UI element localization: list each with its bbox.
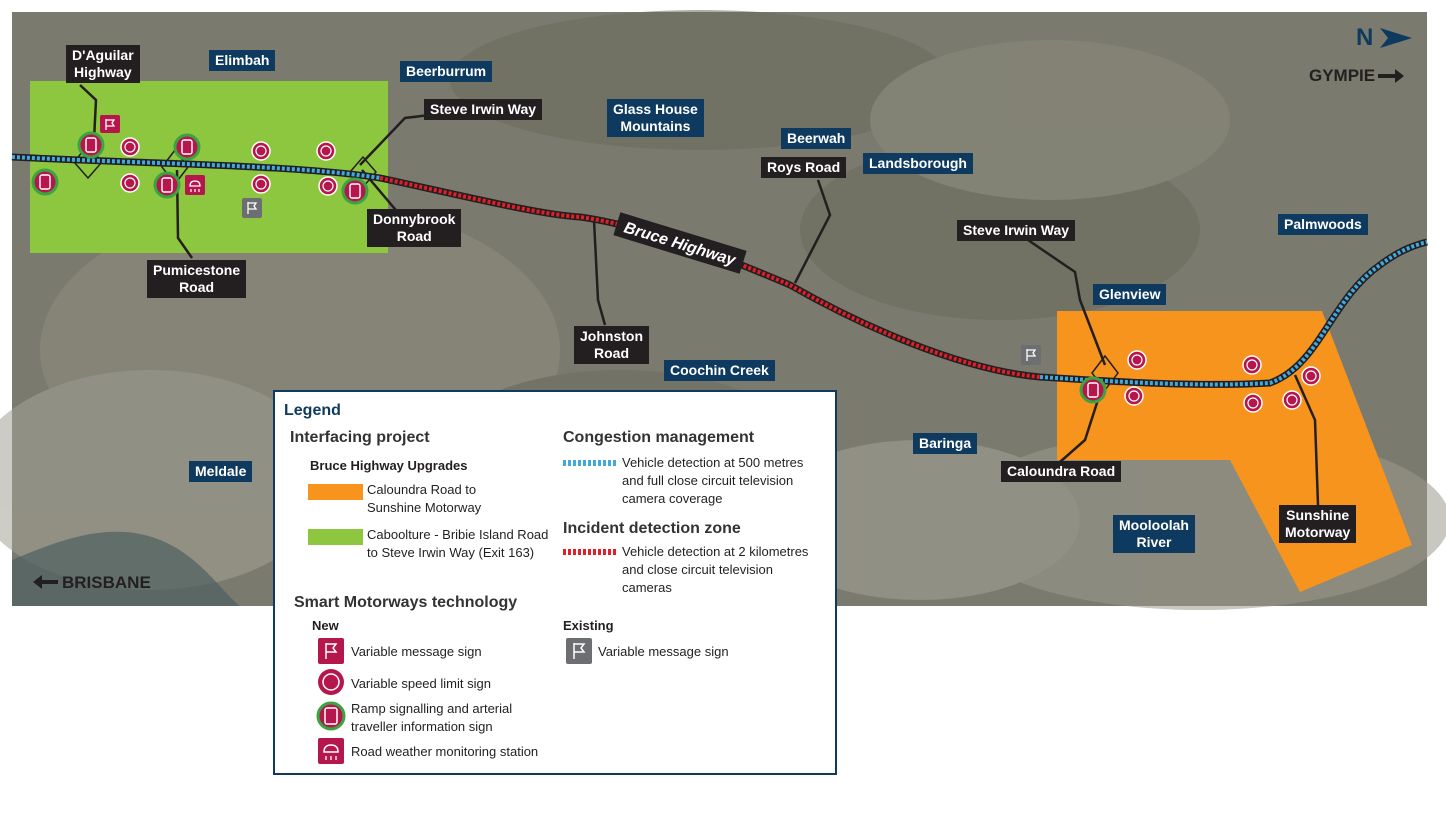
place-beerburrum: Beerburrum: [400, 61, 493, 82]
brisbane-label: BRISBANE: [62, 573, 151, 592]
place-landsborough: Landsborough: [863, 153, 973, 174]
road-donnybrook: Donnybrook Road: [367, 209, 462, 247]
legend-smart-heading: Smart Motorways technology: [294, 594, 518, 611]
legend-existing-vms-icon: [566, 638, 592, 664]
speed-limit-sign-icon: [251, 174, 271, 194]
road-steve-irwin-way-north: Steve Irwin Way: [424, 99, 543, 120]
incident-segment: [379, 176, 1041, 379]
vms-existing-icon: [242, 198, 262, 218]
ramp-signal-icon: [341, 177, 369, 205]
road-johnston: Johnston Road: [574, 326, 649, 364]
road-pumicestone: Pumicestone Road: [147, 260, 247, 298]
speed-limit-sign-icon: [120, 137, 140, 157]
legend-vms-label: Variable message sign: [351, 644, 482, 659]
brisbane-arrow-icon: [33, 575, 58, 589]
vms-existing-icon: [1021, 345, 1041, 365]
road-steve-irwin-way-south: Steve Irwin Way: [957, 220, 1076, 241]
legend-bhu-heading: Bruce Highway Upgrades: [310, 458, 468, 473]
place-meldale: Meldale: [189, 461, 253, 482]
vms-new-icon: [100, 115, 120, 133]
legend-panel: Legend Interfacing project Bruce Highway…: [273, 390, 837, 775]
legend-ramp-label: Ramp signalling and arterial traveller i…: [351, 701, 513, 734]
legend-vms-icon: [318, 638, 344, 664]
speed-limit-sign-icon: [1127, 350, 1147, 370]
speed-limit-sign-icon: [1124, 386, 1144, 406]
legend-speed-label: Variable speed limit sign: [351, 676, 491, 691]
north-label: N: [1356, 24, 1374, 51]
ramp-signal-icon: [173, 133, 201, 161]
legend-weather-label: Road weather monitoring station: [351, 744, 539, 759]
legend-green-swatch: [308, 529, 363, 545]
place-baringa: Baringa: [913, 433, 978, 454]
place-mooloolah-river: Mooloolah River: [1113, 515, 1195, 553]
road-daguilar-highway: D'Aguilar Highway: [66, 45, 140, 83]
place-glass-house: Glass House Mountains: [607, 99, 704, 137]
place-palmwoods: Palmwoods: [1278, 214, 1368, 235]
legend-weather-icon: [318, 738, 344, 764]
weather-station-icon: [185, 175, 205, 195]
legend-green-label: Caboolture - Bribie Island Road to Steve…: [367, 527, 549, 560]
legend-orange-label: Caloundra Road to Sunshine Motorway: [367, 482, 482, 515]
legend-existing-vms-label: Variable message sign: [598, 644, 729, 659]
speed-sign-glyphs: [124, 141, 1317, 409]
legend-new-heading: New: [312, 618, 339, 633]
legend-congestion-label: Vehicle detection at 500 metres and full…: [622, 455, 804, 506]
gympie-arrow-icon: [1378, 69, 1404, 83]
pumicestone-passage: [12, 531, 240, 606]
speed-limit-sign-icon: [1301, 366, 1321, 386]
road-caloundra: Caloundra Road: [1001, 461, 1122, 482]
ramp-signal-icon: [31, 168, 59, 196]
place-beerwah: Beerwah: [781, 128, 852, 149]
speed-limit-sign-icon: [1242, 355, 1262, 375]
legend-congestion-heading: Congestion management: [563, 429, 755, 446]
place-coochin-creek: Coochin Creek: [664, 360, 775, 381]
legend-title: Legend: [284, 402, 341, 419]
place-elimbah: Elimbah: [209, 50, 276, 71]
road-sunshine-motorway: Sunshine Motorway: [1279, 505, 1357, 543]
congestion-segment-south: [11, 155, 381, 180]
speed-limit-sign-icon: [251, 141, 271, 161]
speed-limit-sign-icon: [120, 173, 140, 193]
gympie-label: GYMPIE: [1309, 66, 1376, 85]
legend-orange-swatch: [308, 484, 363, 500]
ramp-signal-icon: [77, 131, 105, 159]
legend-incident-swatch: [563, 549, 618, 555]
legend-congestion-swatch: [563, 460, 618, 466]
place-glenview: Glenview: [1093, 284, 1167, 305]
congestion-segment-north: [1039, 240, 1428, 387]
legend-existing-heading: Existing: [563, 618, 614, 633]
speed-limit-sign-icon: [1243, 393, 1263, 413]
speed-limit-sign-icon: [1282, 390, 1302, 410]
speed-signs: [120, 137, 1321, 413]
speed-limit-sign-icon: [316, 141, 336, 161]
legend-ramp-icon: [316, 701, 346, 731]
ramp-signal-icon: [153, 171, 181, 199]
ramp-signal-icon: [1079, 376, 1107, 404]
ramp-signs: [31, 131, 1107, 404]
road-roys: Roys Road: [761, 157, 847, 178]
legend-incident-heading: Incident detection zone: [563, 520, 741, 537]
legend-incident-label: Vehicle detection at 2 kilometres and cl…: [622, 544, 809, 595]
legend-speed-icon: [318, 669, 344, 695]
speed-limit-sign-icon: [318, 176, 338, 196]
legend-interfacing-heading: Interfacing project: [290, 429, 430, 446]
north-arrow-icon: [1380, 28, 1412, 48]
